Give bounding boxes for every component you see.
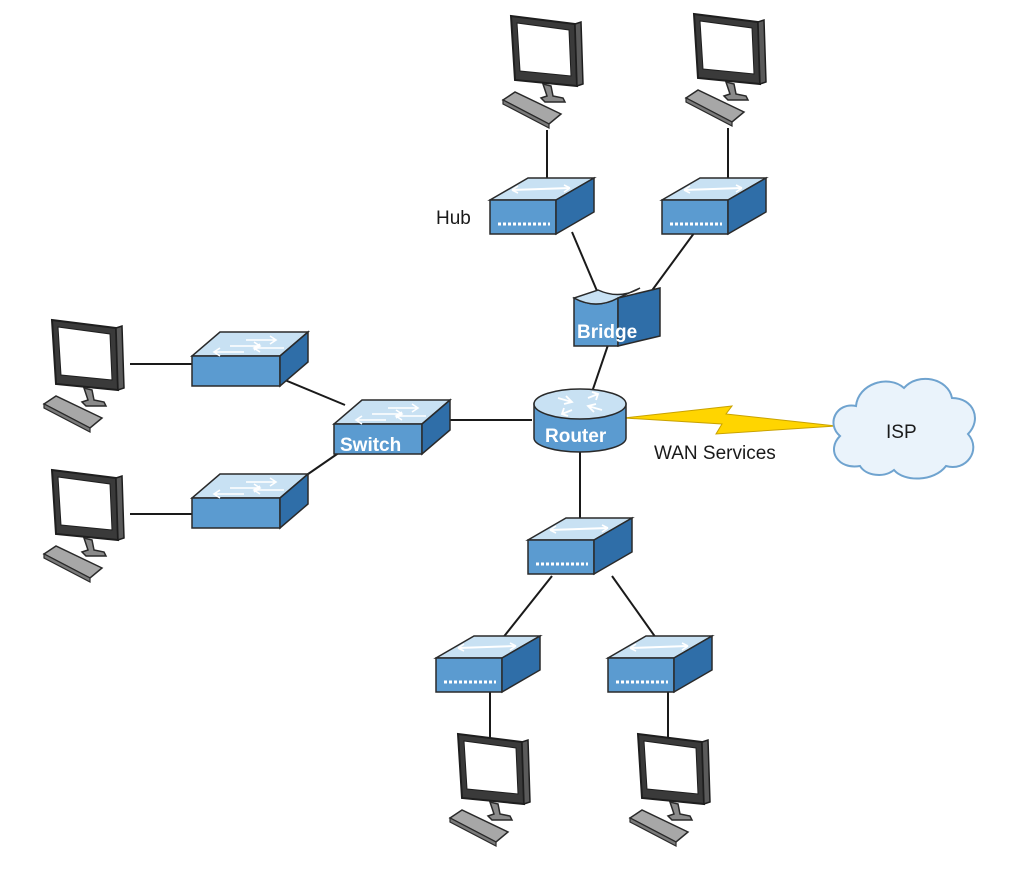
link-hub-left-bridge (571, 231, 601, 299)
hub-icon (660, 176, 768, 236)
link-hub-bottom-right (611, 575, 657, 639)
wan-link (623, 405, 837, 435)
network-links (130, 128, 729, 744)
computer-icon (43, 469, 125, 583)
bridge-icon (572, 287, 661, 347)
lightning-bolt-icon (623, 405, 837, 435)
hub-icon (606, 634, 714, 694)
link-hub-right-bridge (644, 224, 701, 301)
isp-label: ISP (886, 422, 917, 443)
computer-icon (685, 13, 767, 127)
switch-label: Switch (340, 435, 401, 456)
cloud-icon (832, 378, 976, 480)
link-switch-upper (279, 377, 346, 406)
bridge-label: Bridge (577, 322, 637, 343)
hub-icon (526, 516, 634, 576)
hub-icon (434, 634, 542, 694)
wan-services-label: WAN Services (654, 443, 776, 464)
computer-icon (502, 15, 584, 129)
computer-icon (449, 733, 531, 847)
switch-icon (191, 473, 309, 529)
hub-label: Hub (436, 208, 471, 229)
computer-icon (629, 733, 711, 847)
switch-icon (191, 331, 309, 387)
link-hub-bottom-left (497, 575, 553, 645)
hub-icon (488, 176, 596, 236)
router-label: Router (545, 426, 607, 447)
router-icon (533, 388, 627, 453)
link-bridge-router (591, 344, 609, 393)
computer-icon (43, 319, 125, 433)
